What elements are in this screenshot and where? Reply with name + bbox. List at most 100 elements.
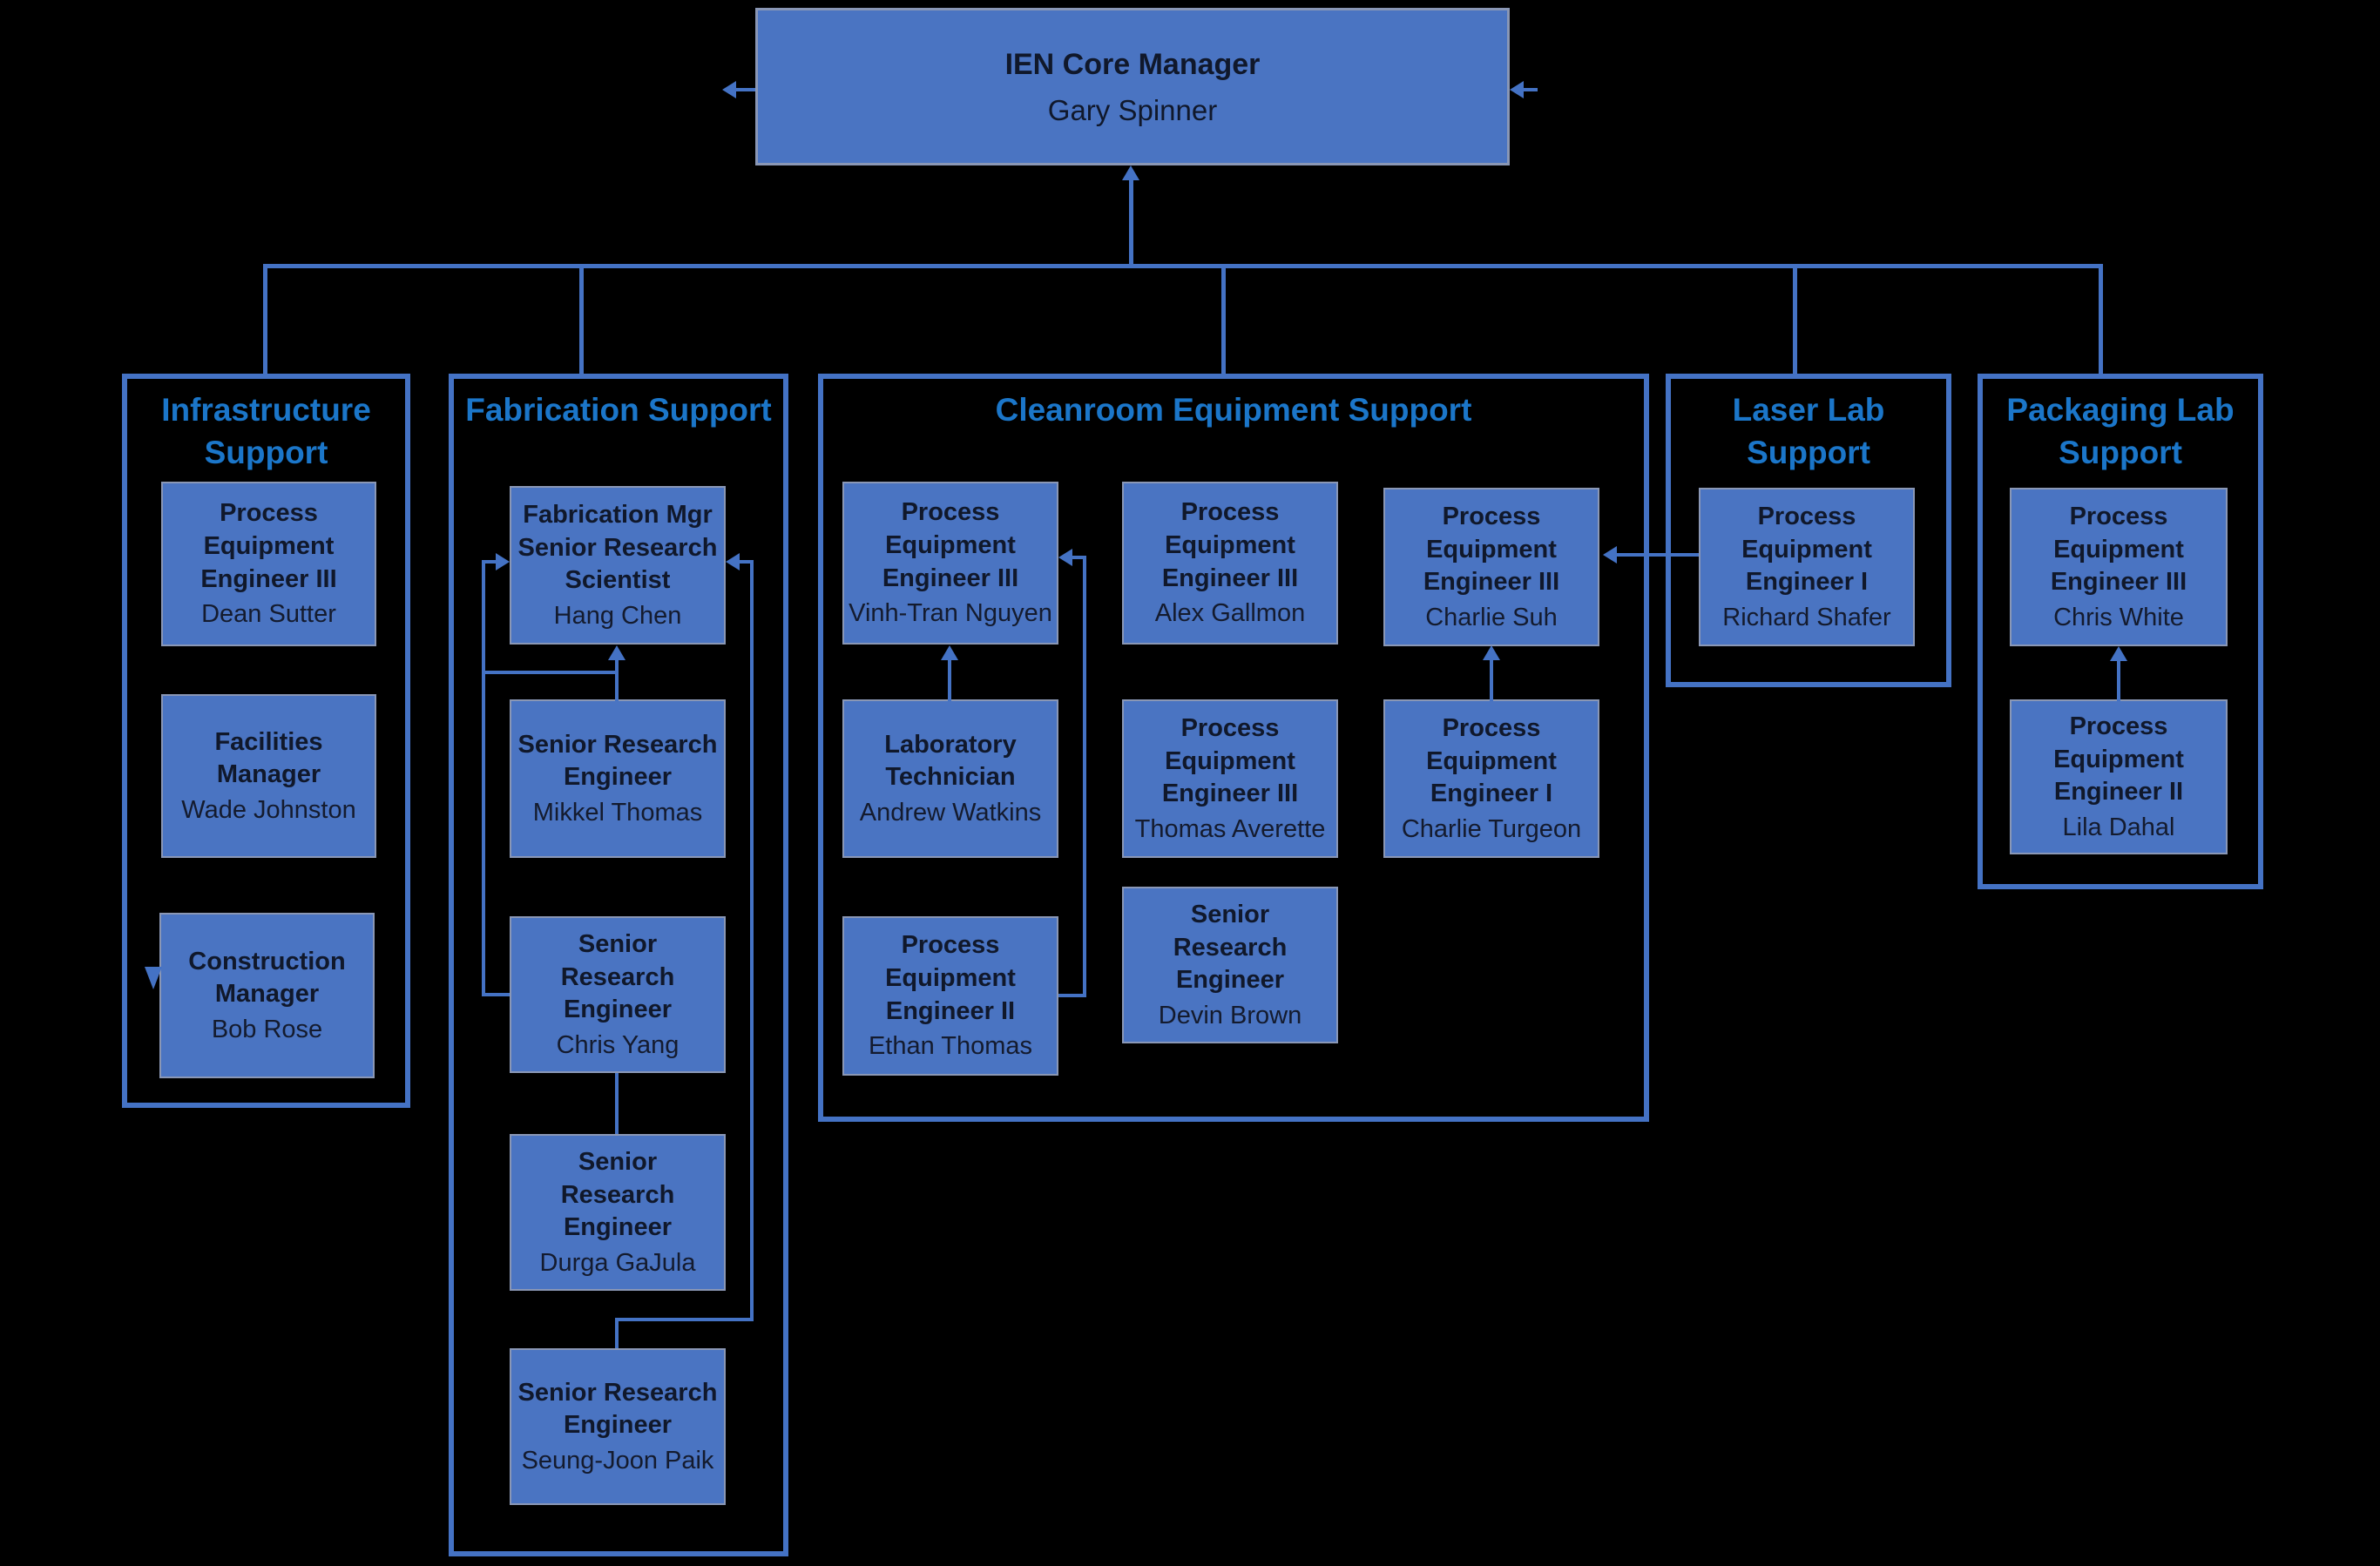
connector-arrowhead-left [726, 553, 740, 570]
org-box-bob-rose: Construction Manager Bob Rose [159, 913, 375, 1078]
person-name: Andrew Watkins [859, 799, 1042, 827]
connector-arrowhead-left [1058, 549, 1072, 566]
role-title: Process Equipment Engineer I [1741, 502, 1872, 597]
connector-arrowhead-down [145, 967, 162, 989]
group-infrastructure-support: Infrastructure Support Process Equipment… [122, 374, 410, 1108]
org-box-ethan-thomas: Process Equipment Engineer II Ethan Thom… [842, 916, 1058, 1076]
role-title: Process Equipment Engineer III [882, 498, 1019, 592]
connector-line [1071, 556, 1086, 559]
connector-arrowhead-up [941, 645, 958, 660]
role-title: Construction Manager [188, 947, 346, 1009]
person-name: Charlie Turgeon [1401, 814, 1582, 843]
org-box-mikkel-thomas: Senior Research Engineer Mikkel Thomas [510, 699, 726, 858]
connector-arrowhead-left [722, 81, 736, 98]
connector-line [482, 671, 617, 674]
role-title: Process Equipment Engineer II [2053, 712, 2184, 807]
org-box-alex-gallmon: Process Equipment Engineer III Alex Gall… [1122, 482, 1338, 645]
connector-line [1490, 659, 1493, 701]
connector-arrowhead-up [1122, 165, 1139, 180]
group-header: Fabrication Support [465, 392, 772, 428]
person-name: Ethan Thomas [868, 1032, 1033, 1061]
group-header: Laser Lab Support [1732, 392, 1885, 470]
org-box-dean-sutter: Process Equipment Engineer III Dean Sutt… [161, 482, 376, 646]
role-title: Senior Research Engineer [517, 730, 718, 792]
role-title: IEN Core Manager [1004, 47, 1261, 81]
org-box-ien-core-manager: IEN Core Manager Gary Spinner [755, 8, 1510, 165]
person-name: Dean Sutter [201, 600, 336, 629]
role-title: Fabrication Mgr Senior Research Scientis… [517, 500, 718, 595]
person-name: Durga GaJula [539, 1248, 696, 1277]
person-name: Vinh-Tran Nguyen [849, 599, 1052, 628]
connector-arrowhead-right [496, 553, 510, 570]
role-title: Facilities Manager [214, 727, 323, 789]
group-cleanroom-equipment-support: Cleanroom Equipment Support Process Equi… [818, 374, 1649, 1122]
connector-line [1083, 556, 1086, 997]
person-name: Mikkel Thomas [532, 799, 703, 827]
person-name: Devin Brown [1158, 1001, 1302, 1029]
person-name: Richard Shafer [1722, 603, 1891, 631]
connector-line [263, 264, 267, 374]
role-title: Senior Research Engineer [560, 1147, 675, 1242]
person-name: Alex Gallmon [1154, 599, 1306, 628]
org-box-lila-dahal: Process Equipment Engineer II Lila Dahal [2010, 699, 2228, 854]
org-box-hang-chen: Fabrication Mgr Senior Research Scientis… [510, 486, 726, 645]
org-box-charlie-turgeon: Process Equipment Engineer I Charlie Tur… [1383, 699, 1599, 858]
person-name: Gary Spinner [1047, 93, 1218, 126]
connector-line [615, 1073, 619, 1134]
person-name: Thomas Averette [1134, 814, 1326, 843]
connector-line [482, 993, 510, 996]
connector-arrowhead-up [1483, 645, 1500, 660]
org-box-andrew-watkins: Laboratory Technician Andrew Watkins [842, 699, 1058, 858]
org-box-charlie-suh: Process Equipment Engineer III Charlie S… [1383, 488, 1599, 646]
person-name: Seung-Joon Paik [521, 1447, 714, 1475]
connector-line [617, 1318, 754, 1321]
connector-arrowhead-left [1603, 546, 1617, 564]
connector-line [1058, 994, 1086, 997]
connector-line [1522, 88, 1538, 91]
connector-line [736, 88, 755, 91]
org-box-thomas-averette: Process Equipment Engineer III Thomas Av… [1122, 699, 1338, 858]
person-name: Bob Rose [211, 1016, 323, 1044]
connector-arrowhead-up [2110, 646, 2127, 661]
role-title: Process Equipment Engineer III [1161, 498, 1299, 592]
role-title: Laboratory Technician [884, 730, 1017, 792]
group-laser-lab-support: Laser Lab Support Process Equipment Engi… [1666, 374, 1951, 687]
group-packaging-lab-support: Packaging Lab Support Process Equipment … [1978, 374, 2263, 889]
connector-line [1129, 179, 1133, 267]
org-box-vinh-tran-nguyen: Process Equipment Engineer III Vinh-Tran… [842, 482, 1058, 645]
connector-line [579, 264, 584, 374]
connector-line [1221, 264, 1226, 374]
org-box-wade-johnston: Facilities Manager Wade Johnston [161, 694, 376, 858]
connector-line [482, 560, 497, 564]
org-box-seung-joon-paik: Senior Research Engineer Seung-Joon Paik [510, 1348, 726, 1505]
org-box-richard-shafer: Process Equipment Engineer I Richard Sha… [1699, 488, 1915, 646]
group-header: Infrastructure Support [161, 392, 371, 470]
person-name: Charlie Suh [1425, 603, 1558, 631]
connector-line [1793, 264, 1797, 374]
role-title: Process Equipment Engineer III [200, 499, 337, 593]
org-box-chris-yang: Senior Research Engineer Chris Yang [510, 916, 726, 1073]
role-title: Senior Research Engineer [560, 929, 675, 1024]
role-title: Senior Research Engineer [1173, 900, 1288, 995]
role-title: Process Equipment Engineer I [1426, 713, 1557, 808]
connector-line [738, 560, 754, 564]
connector-line [615, 1318, 619, 1348]
org-box-devin-brown: Senior Research Engineer Devin Brown [1122, 887, 1338, 1043]
person-name: Chris Yang [556, 1030, 680, 1059]
role-title: Process Equipment Engineer III [1423, 502, 1560, 597]
connector-line [482, 560, 485, 996]
connector-line [263, 264, 2103, 268]
group-fabrication-support: Fabrication Support Fabrication Mgr Seni… [449, 374, 788, 1556]
person-name: Lila Dahal [2062, 813, 2175, 841]
connector-arrowhead-left [1510, 81, 1524, 98]
org-box-chris-white: Process Equipment Engineer III Chris Whi… [2010, 488, 2228, 646]
role-title: Process Equipment Engineer III [1161, 713, 1299, 808]
role-title: Process Equipment Engineer III [2050, 502, 2187, 597]
group-header: Cleanroom Equipment Support [995, 392, 1472, 428]
connector-arrowhead-up [608, 645, 625, 660]
connector-line [2117, 660, 2120, 701]
person-name: Chris White [2053, 603, 2184, 631]
connector-line [615, 659, 619, 701]
role-title: Process Equipment Engineer II [885, 931, 1016, 1025]
connector-line [2099, 264, 2103, 374]
